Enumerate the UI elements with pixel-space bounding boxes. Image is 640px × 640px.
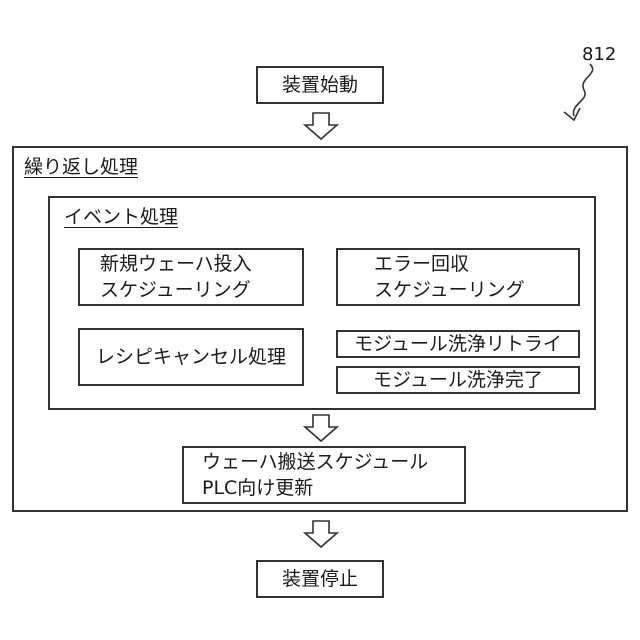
error-recovery-line1: エラー回収	[374, 251, 578, 277]
stop-step-label: 装置停止	[282, 566, 358, 592]
error-recovery-line2: スケジューリング	[374, 277, 578, 303]
loop-process-title: 繰り返し処理	[24, 154, 138, 180]
transfer-schedule-update: ウェーハ搬送スケジュール PLC向け更新	[182, 446, 466, 504]
transfer-schedule-line2: PLC向け更新	[202, 475, 464, 501]
module-clean-complete-label: モジュール洗浄完了	[373, 367, 543, 393]
flow-arrow-icon	[304, 414, 338, 442]
new-wafer-line1: 新規ウェーハ投入	[100, 251, 302, 277]
event-process-title: イベント処理	[64, 204, 178, 230]
new-wafer-scheduling: 新規ウェーハ投入 スケジューリング	[78, 248, 304, 306]
flow-arrow-icon	[304, 112, 338, 140]
start-step: 装置始動	[256, 66, 384, 104]
flow-arrow-icon	[304, 520, 338, 548]
module-clean-retry-label: モジュール洗浄リトライ	[354, 331, 562, 357]
event-process: イベント処理 新規ウェーハ投入 スケジューリング エラー回収 スケジューリング …	[48, 196, 596, 410]
new-wafer-line2: スケジューリング	[100, 277, 302, 303]
start-step-label: 装置始動	[282, 72, 358, 98]
module-clean-complete: モジュール洗浄完了	[336, 366, 580, 394]
stop-step: 装置停止	[256, 560, 384, 598]
loop-process: 繰り返し処理 イベント処理 新規ウェーハ投入 スケジューリング エラー回収 スケ…	[12, 146, 628, 512]
module-clean-retry: モジュール洗浄リトライ	[336, 330, 580, 358]
recipe-cancel-label: レシピキャンセル処理	[96, 344, 286, 370]
transfer-schedule-line1: ウェーハ搬送スケジュール	[202, 449, 464, 475]
recipe-cancel: レシピキャンセル処理	[78, 328, 304, 386]
error-recovery-scheduling: エラー回収 スケジューリング	[336, 248, 580, 306]
